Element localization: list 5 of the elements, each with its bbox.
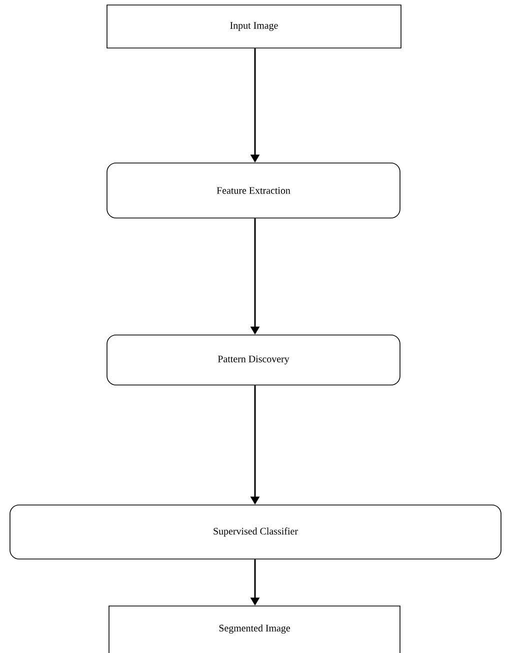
process-box: Pattern Discovery [106,334,400,386]
process-box: Supervised Classifier [10,504,502,560]
process-box: Feature Extraction [106,162,400,218]
data-box: Segmented Image [108,606,400,653]
data-box: Input Image [106,4,402,48]
